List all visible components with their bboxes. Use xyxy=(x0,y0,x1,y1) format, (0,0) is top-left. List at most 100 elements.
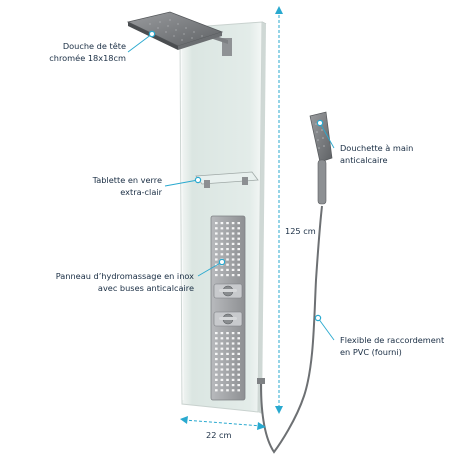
nozzle-icon xyxy=(237,342,240,345)
nozzle-icon xyxy=(215,342,218,345)
width-arrow-right xyxy=(257,422,266,430)
nozzle-icon xyxy=(226,268,229,271)
nozzle-icon xyxy=(215,337,218,340)
nozzle-icon xyxy=(231,378,235,381)
nozzle-icon xyxy=(231,373,235,376)
nozzle-icon xyxy=(220,268,224,271)
nozzle-icon xyxy=(226,227,229,230)
callout-panel-line1: Panneau d’hydromassage en inox xyxy=(55,271,194,281)
nozzle-icon xyxy=(215,347,218,350)
nozzle-icon xyxy=(226,222,229,225)
nozzle-icon xyxy=(220,373,224,376)
nozzle-icon xyxy=(215,274,218,277)
callout-shelf-line2: extra-clair xyxy=(120,187,162,197)
nozzle-icon xyxy=(220,332,224,335)
nozzle-icon xyxy=(237,358,240,361)
nozzle-icon xyxy=(226,342,229,345)
hydromassage-panel-icon xyxy=(210,215,246,401)
nozzle-icon xyxy=(237,337,240,340)
nozzle-icon xyxy=(220,358,224,361)
width-arrow-left xyxy=(180,416,188,424)
nozzle-icon xyxy=(226,332,229,335)
nozzle-icon xyxy=(215,368,218,371)
nozzle-icon xyxy=(237,347,240,350)
nozzle-icon xyxy=(220,378,224,381)
nozzle-icon xyxy=(220,337,224,340)
nozzle-icon xyxy=(231,384,235,387)
callout-leaders xyxy=(127,33,335,341)
callout-hose-line1: Flexible de raccordement xyxy=(340,335,445,345)
height-dimension-label: 125 cm xyxy=(285,226,316,236)
nozzle-icon xyxy=(226,358,229,361)
nozzle-icon xyxy=(231,263,235,266)
nozzle-icon xyxy=(215,227,218,230)
nozzle-icon xyxy=(226,373,229,376)
nozzle-icon xyxy=(226,363,229,366)
nozzle-icon xyxy=(231,227,235,230)
nozzle-icon xyxy=(215,358,218,361)
nozzle-icon xyxy=(220,222,224,225)
nozzle-icon xyxy=(226,337,229,340)
nozzle-icon xyxy=(226,232,229,235)
nozzle-icon xyxy=(231,242,235,245)
nozzle-icon xyxy=(215,378,218,381)
nozzle-icon xyxy=(237,258,240,261)
nozzle-icon xyxy=(226,237,229,240)
nozzle-icon xyxy=(220,368,224,371)
nozzle-icon xyxy=(215,352,218,355)
nozzle-icon xyxy=(237,378,240,381)
nozzle-icon xyxy=(226,248,229,251)
nozzle-icon xyxy=(237,332,240,335)
nozzle-icon xyxy=(215,268,218,271)
nozzle-icon xyxy=(231,363,235,366)
nozzle-icon xyxy=(237,227,240,230)
nozzle-icon xyxy=(231,352,235,355)
nozzle-icon xyxy=(231,237,235,240)
nozzle-icon xyxy=(215,242,218,245)
nozzle-icon xyxy=(226,352,229,355)
nozzle-icon xyxy=(215,389,218,392)
nozzle-icon xyxy=(220,384,224,387)
nozzle-icon xyxy=(226,242,229,245)
nozzle-icon xyxy=(215,373,218,376)
width-dimension-line xyxy=(183,419,263,427)
nozzle-icon xyxy=(215,253,218,256)
nozzle-icon xyxy=(220,352,224,355)
nozzle-icon xyxy=(237,373,240,376)
callout-hose: Flexible de raccordement en PVC (fourni) xyxy=(340,334,466,358)
nozzle-icon xyxy=(220,232,224,235)
callout-shelf-line1: Tablette en verre xyxy=(92,175,162,185)
nozzle-icon xyxy=(231,347,235,350)
nozzle-icon xyxy=(226,378,229,381)
nozzle-icon xyxy=(237,352,240,355)
nozzle-icon xyxy=(231,332,235,335)
nozzle-icon xyxy=(237,389,240,392)
nozzle-icon xyxy=(231,368,235,371)
nozzle-icon xyxy=(237,253,240,256)
nozzle-icon xyxy=(220,274,224,277)
nozzle-icon xyxy=(215,263,218,266)
nozzle-icon xyxy=(231,342,235,345)
nozzle-icon xyxy=(237,237,240,240)
nozzle-icon xyxy=(237,232,240,235)
callout-dots xyxy=(148,30,324,322)
callout-head-shower: Douche de tête chromée 18x18cm xyxy=(30,40,126,64)
nozzle-icon xyxy=(231,253,235,256)
nozzle-icon xyxy=(231,389,235,392)
nozzle-icon xyxy=(231,248,235,251)
nozzle-icon xyxy=(220,347,224,350)
nozzle-icon xyxy=(220,253,224,256)
callout-panel-line2: avec buses anticalcaire xyxy=(97,283,194,293)
height-arrow-bottom xyxy=(275,406,283,414)
nozzle-icon xyxy=(226,384,229,387)
callout-head-shower-line2: chromée 18x18cm xyxy=(49,53,126,63)
nozzle-icon xyxy=(215,232,218,235)
nozzle-icon xyxy=(237,268,240,271)
callout-head-shower-line1: Douche de tête xyxy=(62,41,126,51)
glass-shelf-icon xyxy=(195,171,259,188)
nozzle-icon xyxy=(220,248,224,251)
callout-hand-shower-line1: Douchette à main xyxy=(340,143,414,153)
nozzle-icon xyxy=(237,368,240,371)
nozzle-icon xyxy=(215,222,218,225)
